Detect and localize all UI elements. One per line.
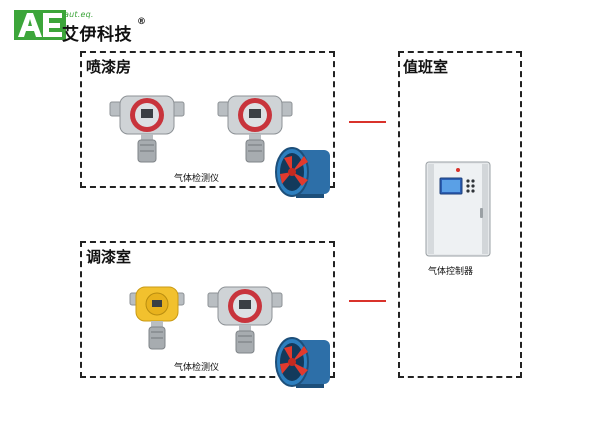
- gas-detector-icon: [129, 286, 185, 350]
- gas-controller-icon: [425, 161, 491, 257]
- logo-company-name: 艾伊科技: [62, 25, 132, 45]
- zone-mixing-room: [80, 241, 335, 378]
- zone-duty-room-caption: 气体控制器: [428, 267, 474, 277]
- gas-detector-icon: [109, 95, 185, 163]
- zone-spray-room-title: 喷漆房: [86, 58, 132, 76]
- link-line-spray-room: [349, 121, 386, 123]
- axial-fan-icon: [275, 337, 330, 388]
- zone-spray-room-caption: 气体检测仪: [174, 174, 220, 184]
- logo-registered-mark: ®: [137, 17, 146, 27]
- zone-spray-room: [80, 51, 335, 188]
- zone-mixing-room-title: 调漆室: [86, 248, 132, 266]
- logo-subtitle: aut.eq.: [64, 10, 94, 19]
- gas-detector-icon: [217, 95, 293, 163]
- zone-duty-room-title: 值班室: [403, 58, 449, 76]
- company-logo: aut.eq. 艾伊科技 ®: [14, 8, 164, 45]
- axial-fan-icon: [275, 147, 330, 198]
- gas-detector-icon: [207, 286, 283, 354]
- link-line-mixing-room: [349, 300, 386, 302]
- zone-mixing-room-caption: 气体检测仪: [174, 363, 220, 373]
- zone-duty-room: [398, 51, 522, 378]
- logo-mark-icon: [14, 10, 66, 40]
